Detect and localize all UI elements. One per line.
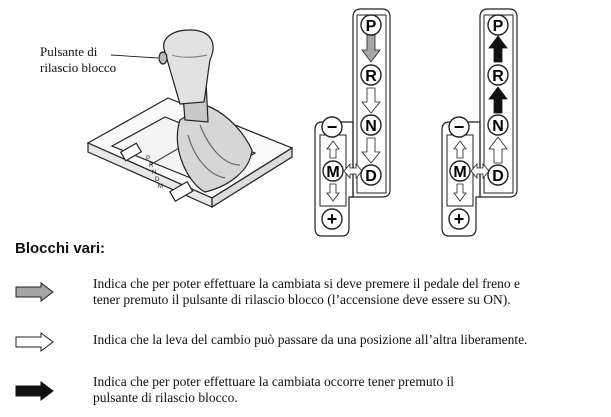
legend-gray-line-1: Indica che per poter effettuare la cambi…	[93, 276, 521, 291]
white-arrow-m-minus-right	[453, 140, 467, 159]
black-arrow-icon	[15, 381, 54, 401]
gate-left-minus: −	[327, 117, 338, 137]
console-position-labels: P R N D M	[146, 156, 163, 190]
gate-right-minus: −	[454, 117, 465, 137]
shift-lock-figure: P R N D M	[86, 8, 518, 237]
console-label-d: D	[155, 177, 160, 183]
white-arrow-icon	[15, 332, 54, 352]
legend-item-white: Indica che la leva del cambio può passar…	[0, 332, 611, 356]
gate-diagram-left: P R N D M − +	[314, 8, 391, 237]
shifter-illustration	[86, 29, 294, 209]
white-arrow-m-plus	[326, 183, 340, 202]
gate-right-p: P	[493, 18, 504, 35]
white-arrow-n-d	[361, 137, 381, 164]
gate-right-n: N	[492, 118, 504, 135]
legend-black-line-2: pulsante di rilascio blocco.	[93, 390, 238, 405]
black-arrow-n-r	[488, 86, 508, 114]
white-arrow-d-n	[488, 136, 508, 164]
section-heading: Blocchi vari:	[15, 240, 106, 257]
legend-white-line-1: Indica che la leva del cambio può passar…	[93, 332, 528, 347]
gate-right-m: M	[453, 164, 466, 181]
white-arrow-m-minus	[326, 140, 340, 159]
console-label-r: R	[149, 163, 154, 169]
gray-arrow-icon	[15, 282, 54, 302]
callout-line-1: Pulsante di	[40, 44, 98, 59]
legend-gray-line-2: tener premuto il pulsante di rilascio bl…	[93, 292, 511, 307]
gate-left-m: M	[326, 164, 339, 181]
console-label-n: N	[152, 170, 156, 176]
console-label-p: P	[146, 156, 150, 162]
gate-left-n: N	[365, 118, 377, 135]
callout-line-2: rilascio blocco	[40, 60, 117, 75]
legend-black-line-1: Indica che per poter effettuare la cambi…	[93, 374, 455, 389]
gate-left-plus: +	[327, 209, 338, 229]
release-button-callout: Pulsante di rilascio blocco	[40, 44, 116, 76]
gate-diagram-right: P R N D M − +	[441, 8, 518, 237]
legend-item-gray: Indica che per poter effettuare la cambi…	[0, 276, 611, 316]
legend-item-black: Indica che per poter effettuare la cambi…	[0, 374, 611, 414]
gate-right-r: R	[492, 68, 504, 85]
white-arrow-r-n	[361, 87, 381, 114]
white-arrow-m-plus-right	[453, 183, 467, 202]
gate-right-d: D	[492, 168, 504, 185]
gate-left-p: P	[366, 18, 377, 35]
console-label-m: M	[158, 184, 163, 190]
black-arrow-r-p	[488, 35, 508, 63]
gate-right-plus: +	[454, 209, 465, 229]
gate-left-r: R	[365, 68, 377, 85]
gate-left-d: D	[365, 168, 377, 185]
gray-arrow-p-r	[361, 34, 381, 63]
